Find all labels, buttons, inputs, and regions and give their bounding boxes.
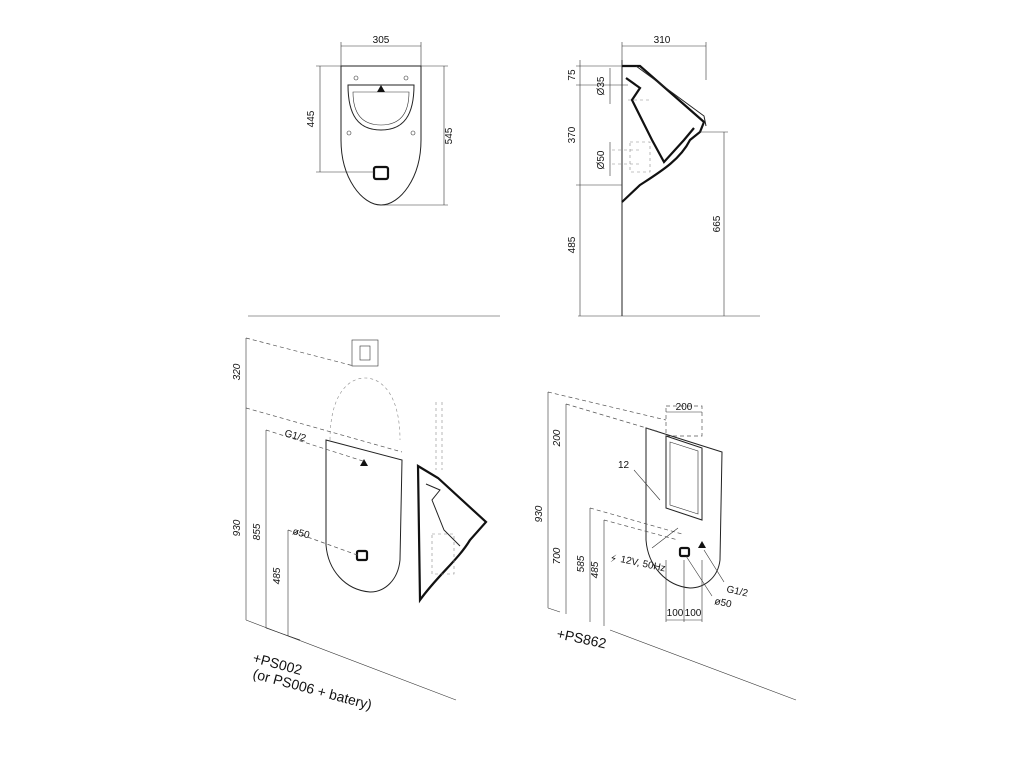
power-icon: ⚡: [610, 554, 617, 565]
dim-320-left: 320: [232, 363, 243, 380]
dim-370: 370: [567, 126, 578, 143]
dim-200-width: 200: [676, 402, 693, 413]
side-view: 310 75 Ø35 370 Ø50 485 665: [567, 35, 760, 317]
label-d50-left: ø50: [291, 526, 311, 541]
dim-545: 545: [444, 127, 455, 144]
dim-445: 445: [306, 110, 317, 127]
front-side-hole-right: [410, 130, 416, 136]
dim-d50: Ø50: [596, 150, 607, 169]
dim-485-left: 485: [272, 567, 283, 584]
side-urinal-inner: [625, 77, 695, 164]
dim-310: 310: [654, 35, 671, 46]
dim-485-side: 485: [567, 236, 578, 253]
dim-930-right: 930: [534, 505, 545, 522]
dim-d35: Ø35: [596, 76, 607, 95]
front-logo-icon: [377, 85, 385, 92]
dim-930-left: 930: [232, 519, 243, 536]
dim-100b: 100: [685, 608, 702, 619]
install-right-sensor-icon: [678, 546, 691, 558]
label-g12-right: G1/2: [725, 584, 749, 599]
dim-12-right: 12: [618, 460, 630, 471]
front-bowl-inner: [352, 91, 410, 126]
front-side-hole-left: [346, 130, 352, 136]
install-right: 200 12 100 100 ⚡: [534, 391, 797, 701]
install-left-sensor-icon: [355, 549, 369, 562]
front-hole-left: [353, 75, 359, 81]
install-left-urinal: [325, 439, 403, 593]
label-power: 12V, 50Hz: [619, 554, 666, 574]
install-right-frame: [665, 435, 703, 521]
dim-75: 75: [567, 69, 578, 81]
install-right-logo-icon: [698, 541, 706, 548]
dim-665: 665: [712, 215, 723, 232]
label-d50-right: ø50: [713, 596, 733, 610]
install-left-logo-icon: [360, 459, 368, 466]
dim-585-right: 585: [576, 555, 587, 572]
dim-200-right: 200: [552, 429, 563, 447]
install-right-urinal: [645, 427, 723, 589]
label-g12-left: G1/2: [283, 428, 307, 444]
module-right: +PS862: [555, 625, 608, 651]
dim-305: 305: [373, 35, 390, 46]
side-urinal-lid: [635, 65, 707, 127]
install-left: 320 930 855 485 G1/2 ø50 +PS002 (or PS00…: [232, 337, 488, 713]
side-urinal-profile: [621, 64, 706, 203]
module-left-line2: (or PS006 + batery): [251, 665, 374, 712]
front-view: 305 445 545: [306, 35, 455, 206]
dim-485-right: 485: [590, 561, 601, 578]
dim-700-right: 700: [552, 547, 563, 564]
dim-855-left: 855: [252, 523, 263, 540]
dim-100a: 100: [667, 608, 684, 619]
install-left-profile: [416, 464, 488, 604]
front-bowl: [347, 84, 415, 131]
front-hole-right: [403, 75, 409, 81]
flush-plate-left: [351, 339, 379, 367]
front-sensor-icon: [372, 165, 390, 181]
